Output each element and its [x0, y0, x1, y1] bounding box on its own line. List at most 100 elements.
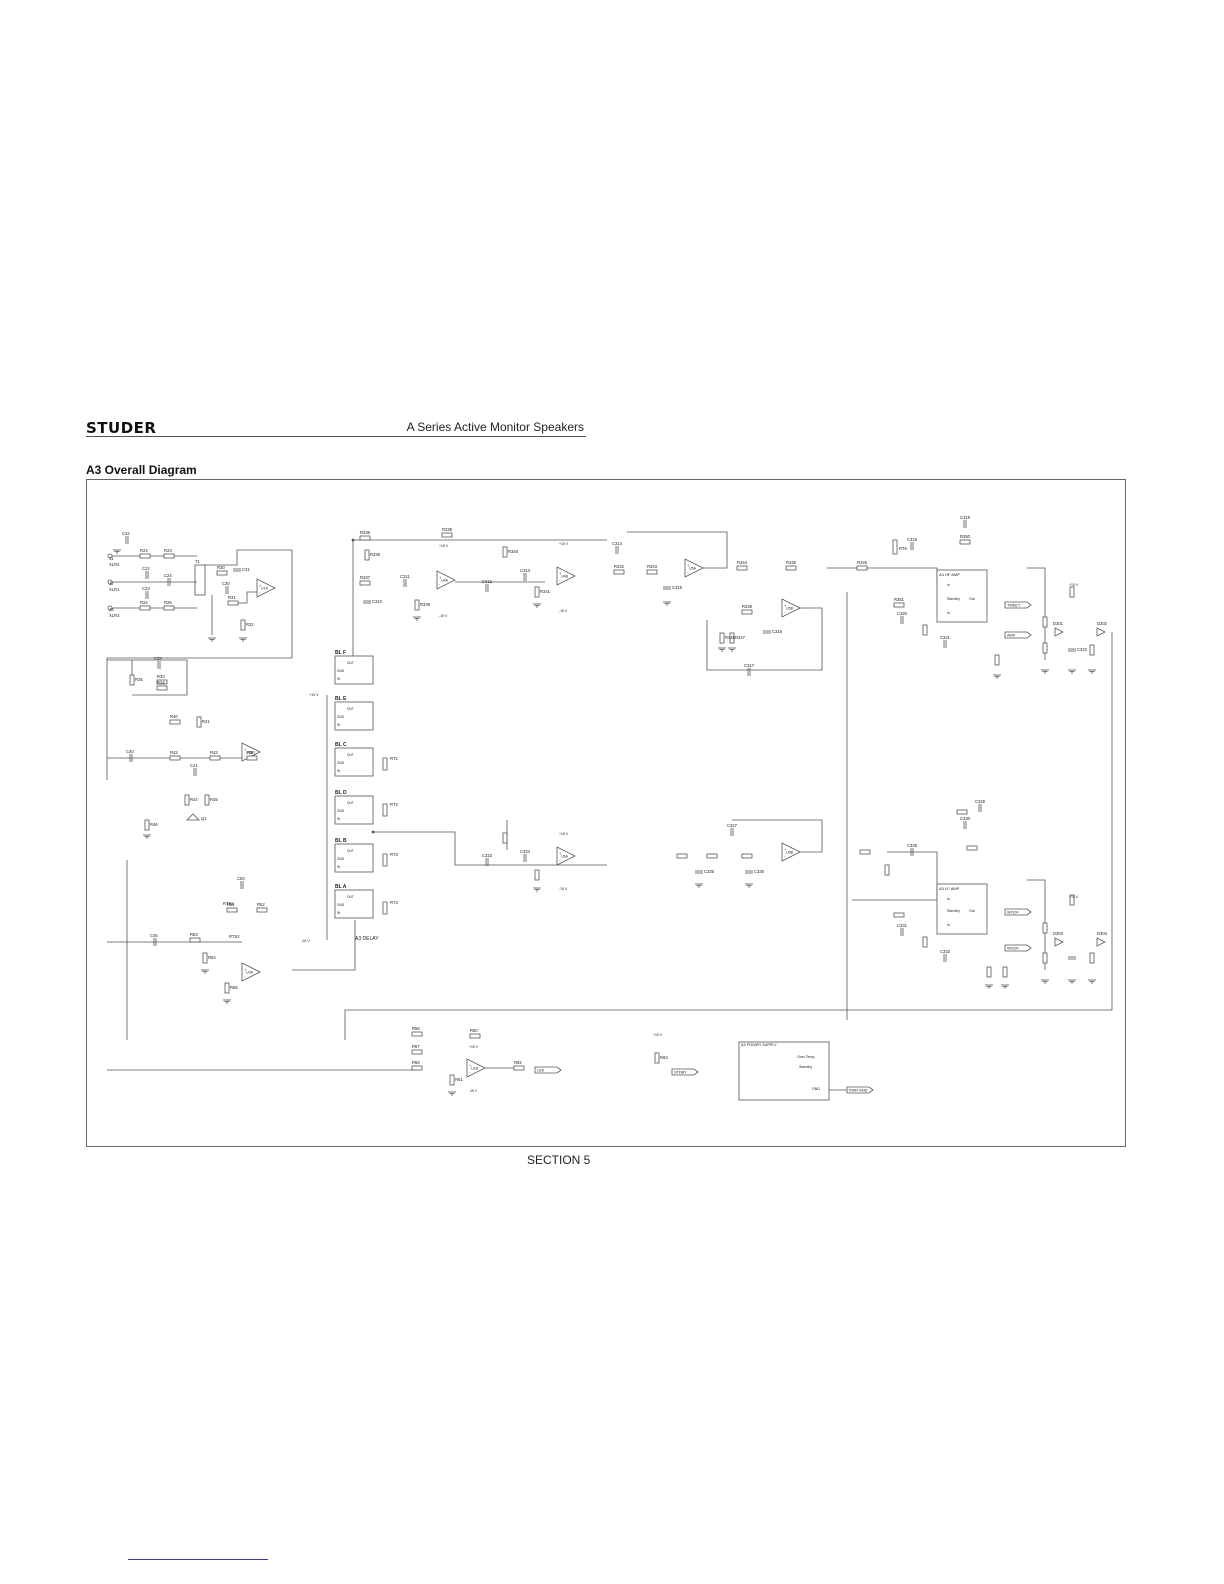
resistor [256, 907, 268, 913]
section-heading: A3 Overall Diagram [86, 463, 197, 477]
op-amp-label: U1A [261, 587, 269, 591]
delay-block-pin: IN [337, 769, 341, 773]
rail-label: +15 V [559, 832, 569, 836]
delay-block [334, 747, 374, 777]
transistor-label: Q1 [201, 816, 207, 821]
op-amp [684, 558, 704, 578]
capacitor-label: C314 [612, 541, 623, 546]
connector-flag [534, 1066, 562, 1074]
diode [1054, 627, 1064, 637]
capacitor-label: C318 [907, 537, 918, 542]
wire [107, 549, 293, 659]
amplifier-pin: In [947, 923, 950, 927]
resistor [359, 535, 371, 541]
resistor-label: R347 [735, 635, 746, 640]
rail-label: -15 V [559, 609, 568, 613]
resistor [534, 586, 540, 598]
resistor [859, 849, 871, 855]
wire [233, 591, 257, 604]
rail-label: +15 V [439, 544, 449, 548]
amplifier-label: A3 LF AMP [939, 886, 960, 891]
resistor [884, 864, 890, 876]
delay-block-pin: OUT [347, 661, 354, 665]
resistor-label: R45 [210, 797, 218, 802]
resistor-label: R22 [140, 548, 148, 553]
delay-block-pin: GND [337, 809, 345, 813]
resistor [613, 569, 625, 575]
op-amp-label: U4B [561, 575, 569, 579]
resistor [966, 845, 978, 851]
op-amp-pin: + [244, 747, 247, 752]
resistor-label: R43 [210, 750, 218, 755]
delay-block-pin: GND [337, 903, 345, 907]
transformer-label: T1 [195, 559, 201, 564]
resistor [411, 1049, 423, 1055]
resistor [202, 952, 208, 964]
resistor [706, 853, 718, 859]
delay-block-pin: IN [337, 817, 341, 821]
rail-label: +15 V [559, 542, 569, 546]
resistor [922, 936, 928, 948]
rail-label: -15 V [301, 939, 310, 943]
op-amp-pin: + [784, 847, 787, 852]
resistor-label: R58 [412, 1060, 420, 1065]
amplifier-pin: Standby [947, 597, 960, 601]
resistor [411, 1065, 423, 1071]
resistor-label: R34 [157, 680, 165, 685]
resistor [246, 755, 258, 761]
op-amp-pin: - [469, 1069, 471, 1074]
rail-label: -15 V [559, 887, 568, 891]
op-amp-label: U1B [471, 1067, 479, 1071]
resistor-label: R62 [514, 1060, 522, 1065]
op-amp-pin: - [687, 569, 689, 574]
resistor-label: R342 [614, 564, 625, 569]
trimmer [382, 803, 388, 817]
resistor-label: R346 [725, 635, 736, 640]
resistor-label: R41 [202, 719, 210, 724]
resistor [156, 685, 168, 691]
op-amp-label: U6B [786, 851, 794, 855]
op-amp-pin: + [687, 563, 690, 568]
resistor [163, 553, 175, 559]
resistor-label: R35 [135, 677, 143, 682]
op-amp [556, 846, 576, 866]
amplifier-label: A3 HF AMP [939, 572, 960, 577]
schematic-wires [106, 531, 1113, 1091]
power-supply-pin: GND [812, 1087, 820, 1091]
amplifier-module [936, 569, 988, 623]
capacitor-label: C326 [754, 869, 765, 874]
wire [627, 531, 728, 569]
potentiometer-label: RT6 [899, 546, 908, 551]
resistor [169, 719, 181, 725]
resistor-label: R348 [742, 604, 753, 609]
resistor [156, 679, 168, 685]
op-amp [781, 842, 801, 862]
resistor [184, 794, 190, 806]
resistor [785, 565, 797, 571]
capacitor-label: C323 [482, 853, 493, 858]
delay-block-pin: GND [337, 857, 345, 861]
op-amp-label: U4A [441, 579, 449, 583]
input-label: J2 [109, 581, 114, 586]
delay-block-pin: OUT [347, 849, 354, 853]
capacitor-label: C313 [520, 568, 531, 573]
diode [1096, 937, 1106, 947]
delay-block [334, 701, 374, 731]
potentiometer-label: RT3 [390, 852, 399, 857]
resistor [139, 553, 151, 559]
wire [827, 567, 938, 586]
resistor-label: R341 [540, 589, 551, 594]
resistor [741, 853, 753, 859]
diode-label: D303 [1053, 931, 1064, 936]
delay-block-pin: IN [337, 865, 341, 869]
op-amp [556, 566, 576, 586]
resistor [956, 809, 968, 815]
resistor-label: R335 [360, 530, 371, 535]
op-amp-label: U3A [246, 971, 254, 975]
resistor [1042, 616, 1048, 628]
resistor-label: R44 [190, 797, 198, 802]
delay-block-label: BL C [335, 742, 347, 748]
rail-label: +15 V [469, 1045, 479, 1049]
